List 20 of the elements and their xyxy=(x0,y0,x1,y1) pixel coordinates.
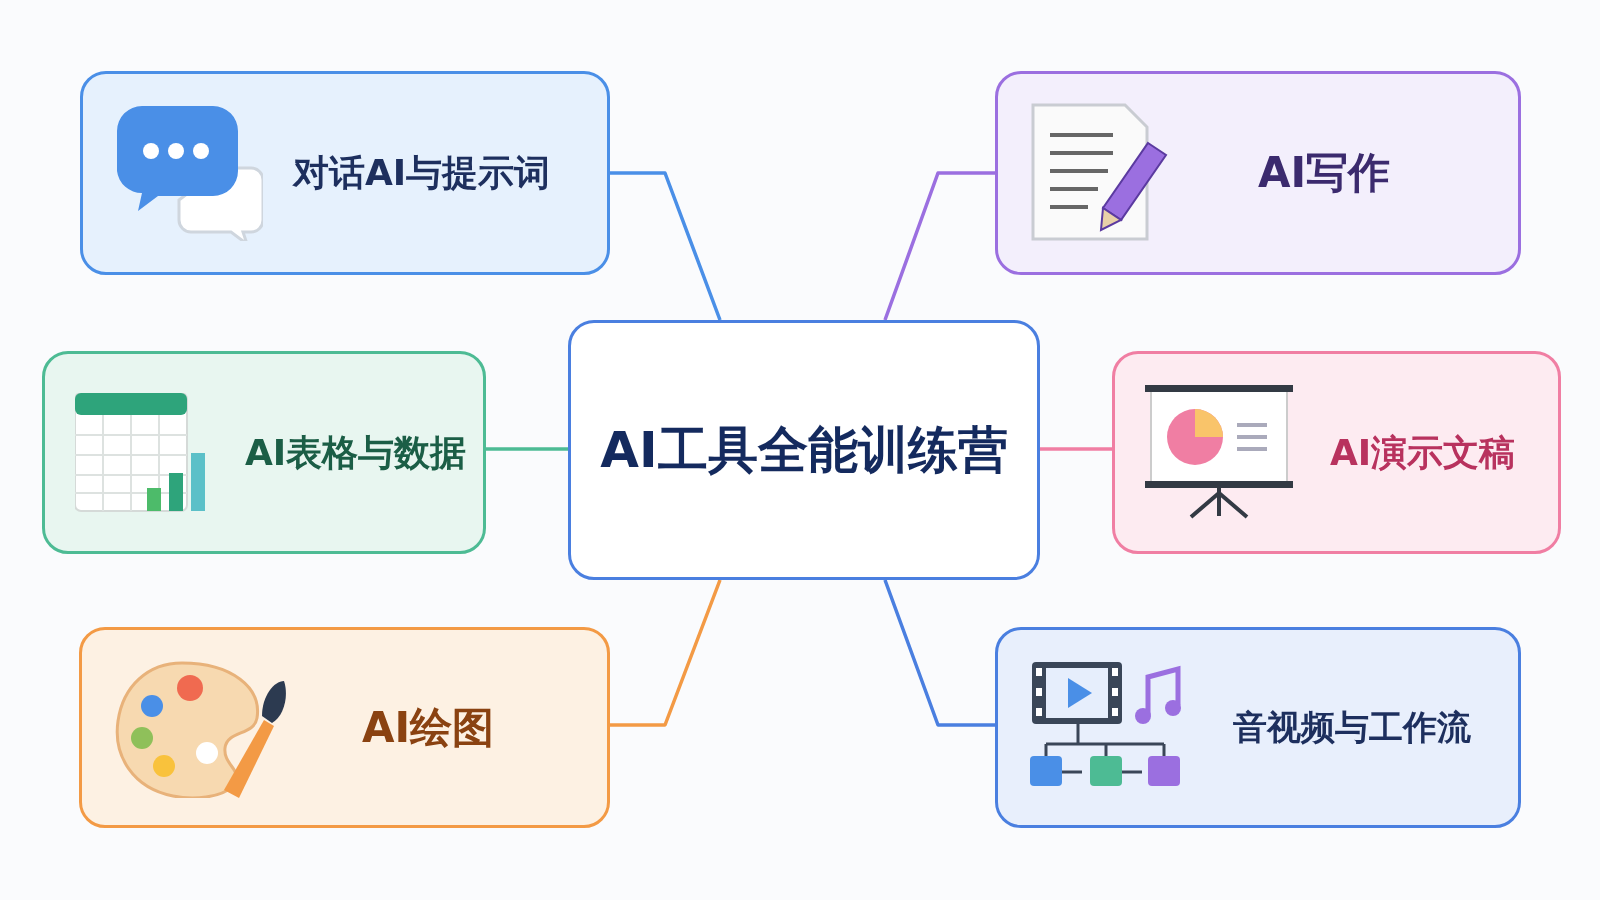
topic-box xyxy=(42,351,486,554)
topic-box xyxy=(1112,351,1561,554)
topic-title: AI表格与数据 xyxy=(245,430,467,474)
topic-title: 音视频与工作流 xyxy=(1233,705,1471,749)
central-topic-box xyxy=(568,320,1040,580)
connector-line xyxy=(883,579,995,727)
topic-title: AI绘图 xyxy=(362,701,495,754)
topic-box xyxy=(995,627,1521,828)
connector-line xyxy=(1040,447,1112,451)
topic-title: AI写作 xyxy=(1258,147,1391,199)
connector-line xyxy=(610,579,722,727)
connector-line xyxy=(610,171,722,321)
topic-title: 对话AI与提示词 xyxy=(293,150,551,195)
central-topic-title: AI工具全能训练营 xyxy=(600,419,1008,481)
connector-line xyxy=(883,171,995,321)
topic-box xyxy=(79,627,610,828)
topic-title: AI演示文稿 xyxy=(1330,430,1516,474)
topic-box xyxy=(80,71,610,275)
connector-line xyxy=(486,447,568,451)
topic-box xyxy=(995,71,1521,275)
